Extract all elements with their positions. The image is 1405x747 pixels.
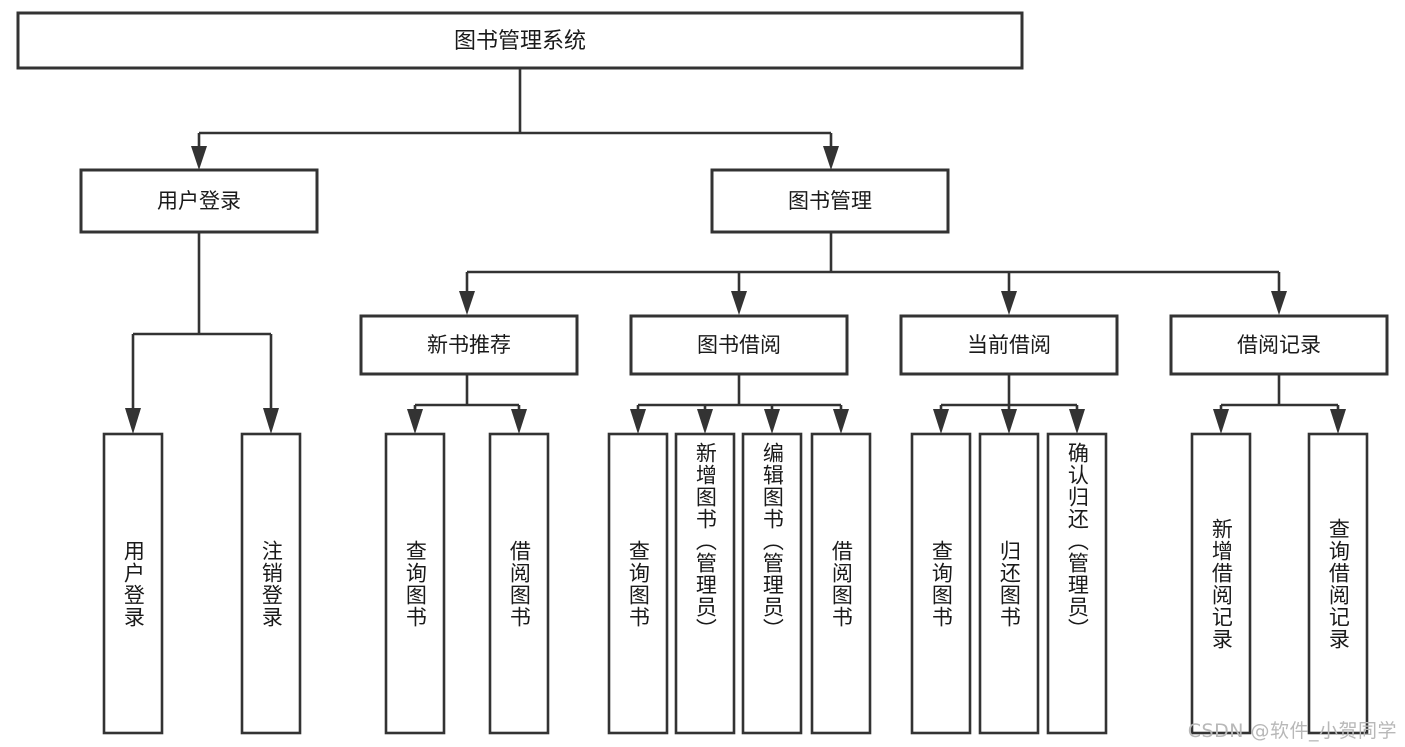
connector-bookmgmt-to-level3 bbox=[459, 232, 1287, 315]
node-book-management[interactable]: 图书管理 bbox=[710, 168, 950, 234]
watermark-text: CSDN @软件_小贺同学 bbox=[1187, 720, 1397, 742]
connector-borrowrecord-to-leaves bbox=[1213, 374, 1346, 434]
leaf-box-current-borrow-1[interactable] bbox=[978, 432, 1040, 735]
connector-bookborrow-to-leaves bbox=[630, 374, 849, 434]
node-root-label: 图书管理系统 bbox=[454, 29, 586, 54]
node-book-management-box[interactable] bbox=[710, 168, 950, 234]
leaf-box-new-book-0[interactable] bbox=[384, 432, 446, 735]
leaf-box-user-login-1[interactable] bbox=[240, 432, 302, 735]
node-user-login-label: 用户登录 bbox=[157, 189, 241, 213]
leaf-box-book-borrow-3[interactable] bbox=[810, 432, 872, 735]
node-current-borrow-box[interactable] bbox=[899, 314, 1119, 376]
node-current-borrow-label: 当前借阅 bbox=[967, 333, 1051, 357]
leaf-box-current-borrow-0[interactable] bbox=[910, 432, 972, 735]
node-root-box[interactable] bbox=[16, 11, 1024, 70]
node-user-login[interactable]: 用户登录 bbox=[79, 168, 319, 234]
connector-newbook-to-leaves bbox=[407, 374, 527, 434]
node-book-borrow-box[interactable] bbox=[629, 314, 849, 376]
leaf-box-borrow-record-1[interactable] bbox=[1307, 432, 1369, 735]
connector-root-to-level2 bbox=[191, 68, 839, 170]
leaf-box-user-login-0[interactable] bbox=[102, 432, 164, 735]
connector-userlogin-to-leaves bbox=[125, 232, 279, 434]
node-book-borrow-label: 图书借阅 bbox=[697, 333, 781, 357]
node-current-borrow[interactable]: 当前借阅 bbox=[899, 314, 1119, 376]
connector-currentborrow-to-leaves bbox=[933, 374, 1085, 434]
leaf-box-current-borrow-2[interactable] bbox=[1046, 432, 1108, 735]
node-new-book-recommend[interactable]: 新书推荐 bbox=[359, 314, 579, 376]
node-borrow-record[interactable]: 借阅记录 bbox=[1169, 314, 1389, 376]
node-book-borrow[interactable]: 图书借阅 bbox=[629, 314, 849, 376]
node-user-login-box[interactable] bbox=[79, 168, 319, 234]
node-root[interactable]: 图书管理系统 bbox=[16, 11, 1024, 70]
node-borrow-record-label: 借阅记录 bbox=[1237, 333, 1321, 357]
node-new-book-recommend-label: 新书推荐 bbox=[427, 333, 511, 357]
leaf-box-borrow-record-0[interactable] bbox=[1190, 432, 1252, 735]
node-book-management-label: 图书管理 bbox=[788, 189, 872, 213]
node-new-book-recommend-box[interactable] bbox=[359, 314, 579, 376]
node-borrow-record-box[interactable] bbox=[1169, 314, 1389, 376]
leaf-box-book-borrow-0[interactable] bbox=[607, 432, 669, 735]
leaf-box-new-book-1[interactable] bbox=[488, 432, 550, 735]
leaf-box-book-borrow-2[interactable] bbox=[741, 432, 803, 735]
leaf-box-book-borrow-1[interactable] bbox=[674, 432, 736, 735]
